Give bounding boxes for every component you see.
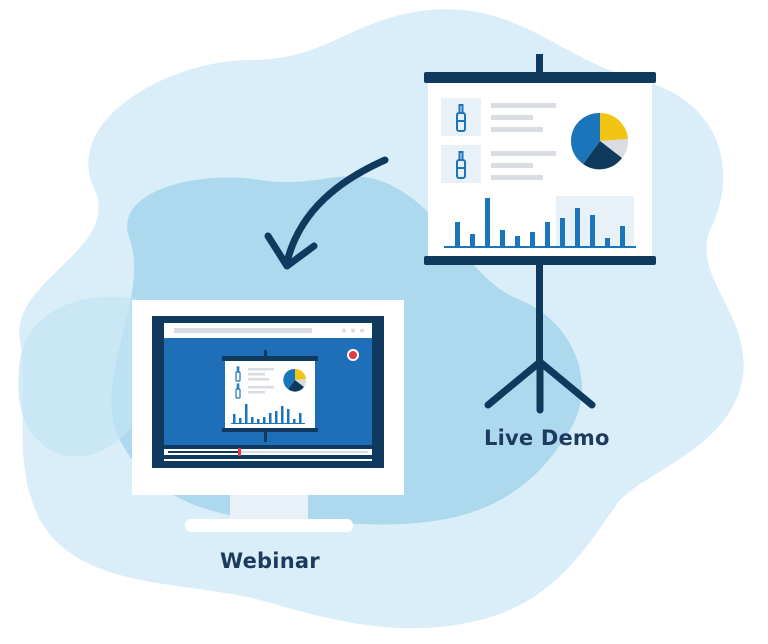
text-placeholder-lines xyxy=(491,103,556,180)
live-demo-label: Live Demo xyxy=(484,426,610,450)
video-progress-fill xyxy=(168,451,239,453)
bottle-icon xyxy=(456,151,466,179)
bottle-icon xyxy=(456,104,466,132)
webinar-label: Webinar xyxy=(220,549,320,573)
projector-screen xyxy=(424,54,656,414)
arrow-icon xyxy=(264,156,389,270)
monitor xyxy=(132,300,404,532)
background-blob-soft xyxy=(18,296,168,457)
bar-chart-icon xyxy=(455,198,625,246)
pie-chart-icon xyxy=(570,112,629,170)
